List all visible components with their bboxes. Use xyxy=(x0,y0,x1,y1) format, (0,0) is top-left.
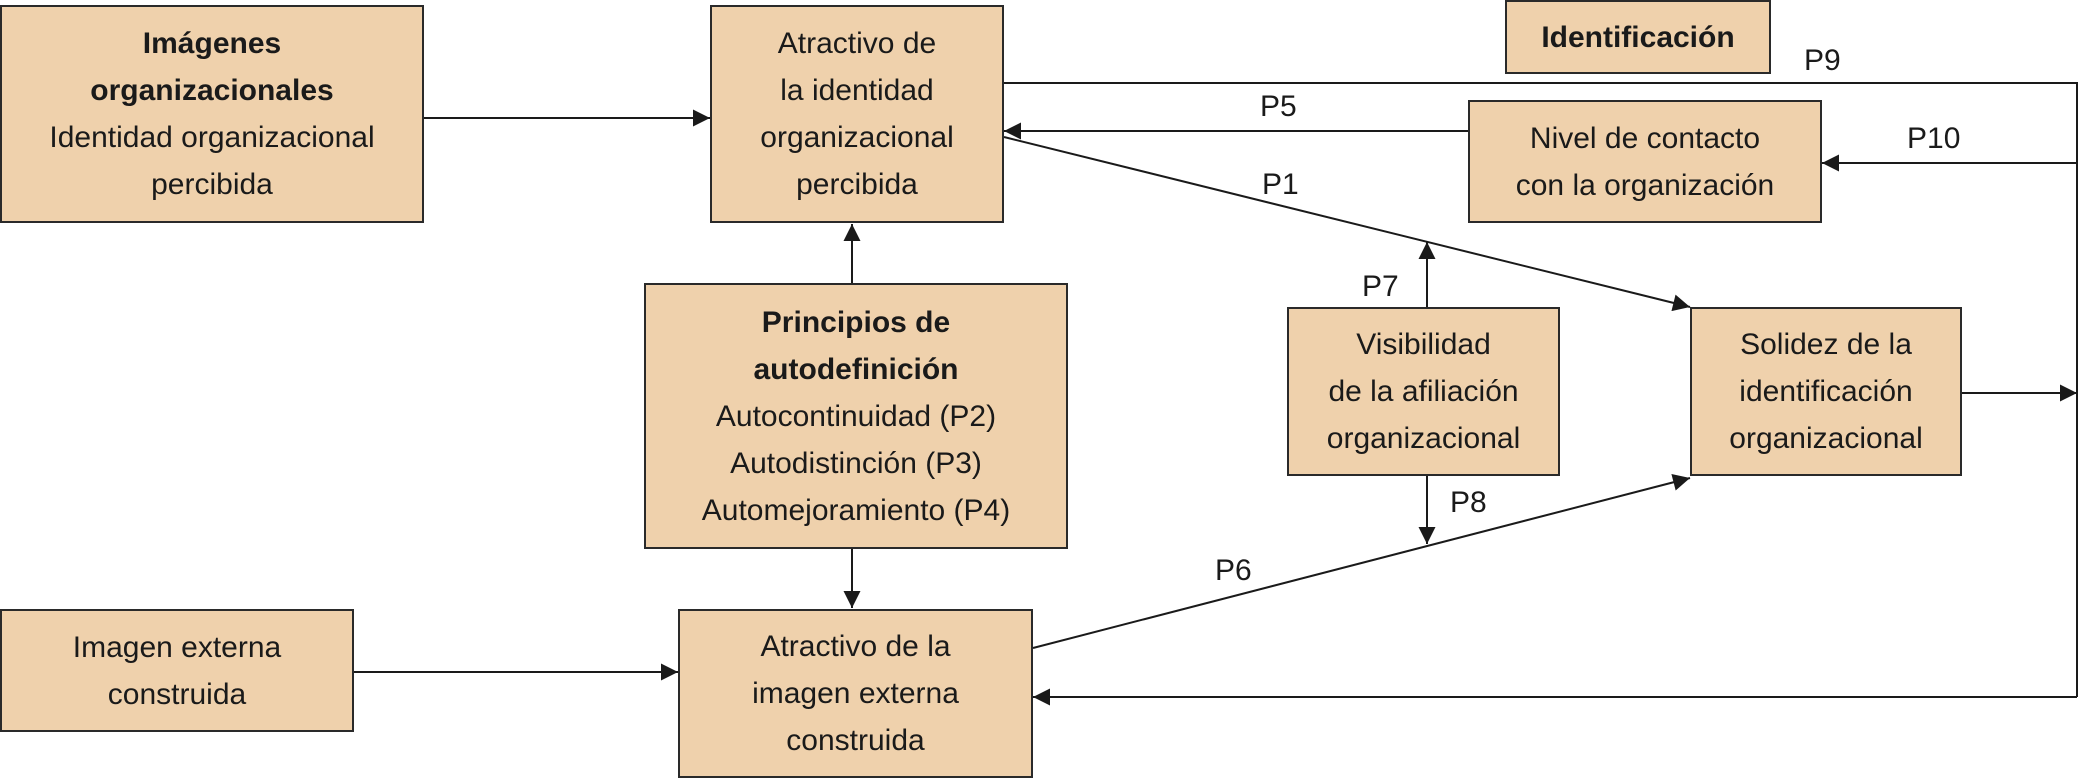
box-visibilidad-afiliacion: Visibilidad de la afiliación organizacio… xyxy=(1287,307,1560,476)
box-title-line: Identificación xyxy=(1541,20,1735,54)
box-text-line: Atractivo de la xyxy=(760,630,951,663)
box-text-line: construida xyxy=(786,724,925,757)
box-text-line: percibida xyxy=(151,168,273,201)
box-principios-autodefinicion: Principios de autodefinición Autocontinu… xyxy=(644,283,1068,549)
box-imagen-externa: Imagen externa construida xyxy=(0,609,354,732)
box-text-line: construida xyxy=(107,677,247,711)
arrow-p1 xyxy=(1003,136,1691,312)
box-text-line: Solidez de la xyxy=(1740,328,1912,361)
box-text-line: de la afiliación xyxy=(1328,375,1519,408)
label-p7: P7 xyxy=(1362,270,1399,303)
label-p8: P8 xyxy=(1450,486,1487,519)
box-title-line: Principios de xyxy=(761,305,951,339)
box-text-line: Autocontinuidad (P2) xyxy=(715,399,997,433)
box-text-line: Identidad organizacional xyxy=(49,121,375,154)
box-title-line: organizacionales xyxy=(90,74,334,107)
box-atractivo-imagen-externa: Atractivo de la imagen externa construid… xyxy=(678,609,1033,778)
label-p9: P9 xyxy=(1804,44,1841,77)
box-text-line: Autodistinción (P3) xyxy=(730,446,982,480)
box-text-line: la identidad xyxy=(780,74,934,107)
box-identificacion-legend: Identificación xyxy=(1505,0,1771,74)
box-text-line: organizacional xyxy=(1326,422,1521,455)
box-title-line: autodefinición xyxy=(753,352,959,386)
box-text-line: percibida xyxy=(796,168,918,201)
box-text-line: Automejoramiento (P4) xyxy=(701,493,1011,527)
label-p5: P5 xyxy=(1260,90,1297,123)
label-p6: P6 xyxy=(1215,554,1252,587)
box-imagenes-organizacionales: Imágenes organizacionales Identidad orga… xyxy=(0,5,424,223)
label-p1: P1 xyxy=(1262,168,1299,201)
box-text-line: organizacional xyxy=(760,121,954,154)
box-solidez-identificacion: Solidez de la identificación organizacio… xyxy=(1690,307,1962,476)
box-text-line: identificación xyxy=(1739,375,1913,408)
box-text-line: Nivel de contacto xyxy=(1529,121,1761,155)
box-text-line: Imagen externa xyxy=(72,630,282,664)
box-text-line: con la organización xyxy=(1515,168,1775,202)
box-text-line: imagen externa xyxy=(752,677,959,710)
box-title-line: Imágenes xyxy=(142,27,282,60)
box-text-line: organizacional xyxy=(1729,422,1923,455)
label-p10: P10 xyxy=(1907,122,1961,155)
box-text-line: Atractivo de xyxy=(777,27,937,60)
box-text-line: Visibilidad xyxy=(1356,328,1491,361)
arrow-p6 xyxy=(1032,474,1691,649)
box-atractivo-identidad: Atractivo de la identidad organizacional… xyxy=(710,5,1004,223)
line-p9 xyxy=(1004,82,2078,697)
box-nivel-contacto: Nivel de contacto con la organización xyxy=(1468,100,1822,223)
